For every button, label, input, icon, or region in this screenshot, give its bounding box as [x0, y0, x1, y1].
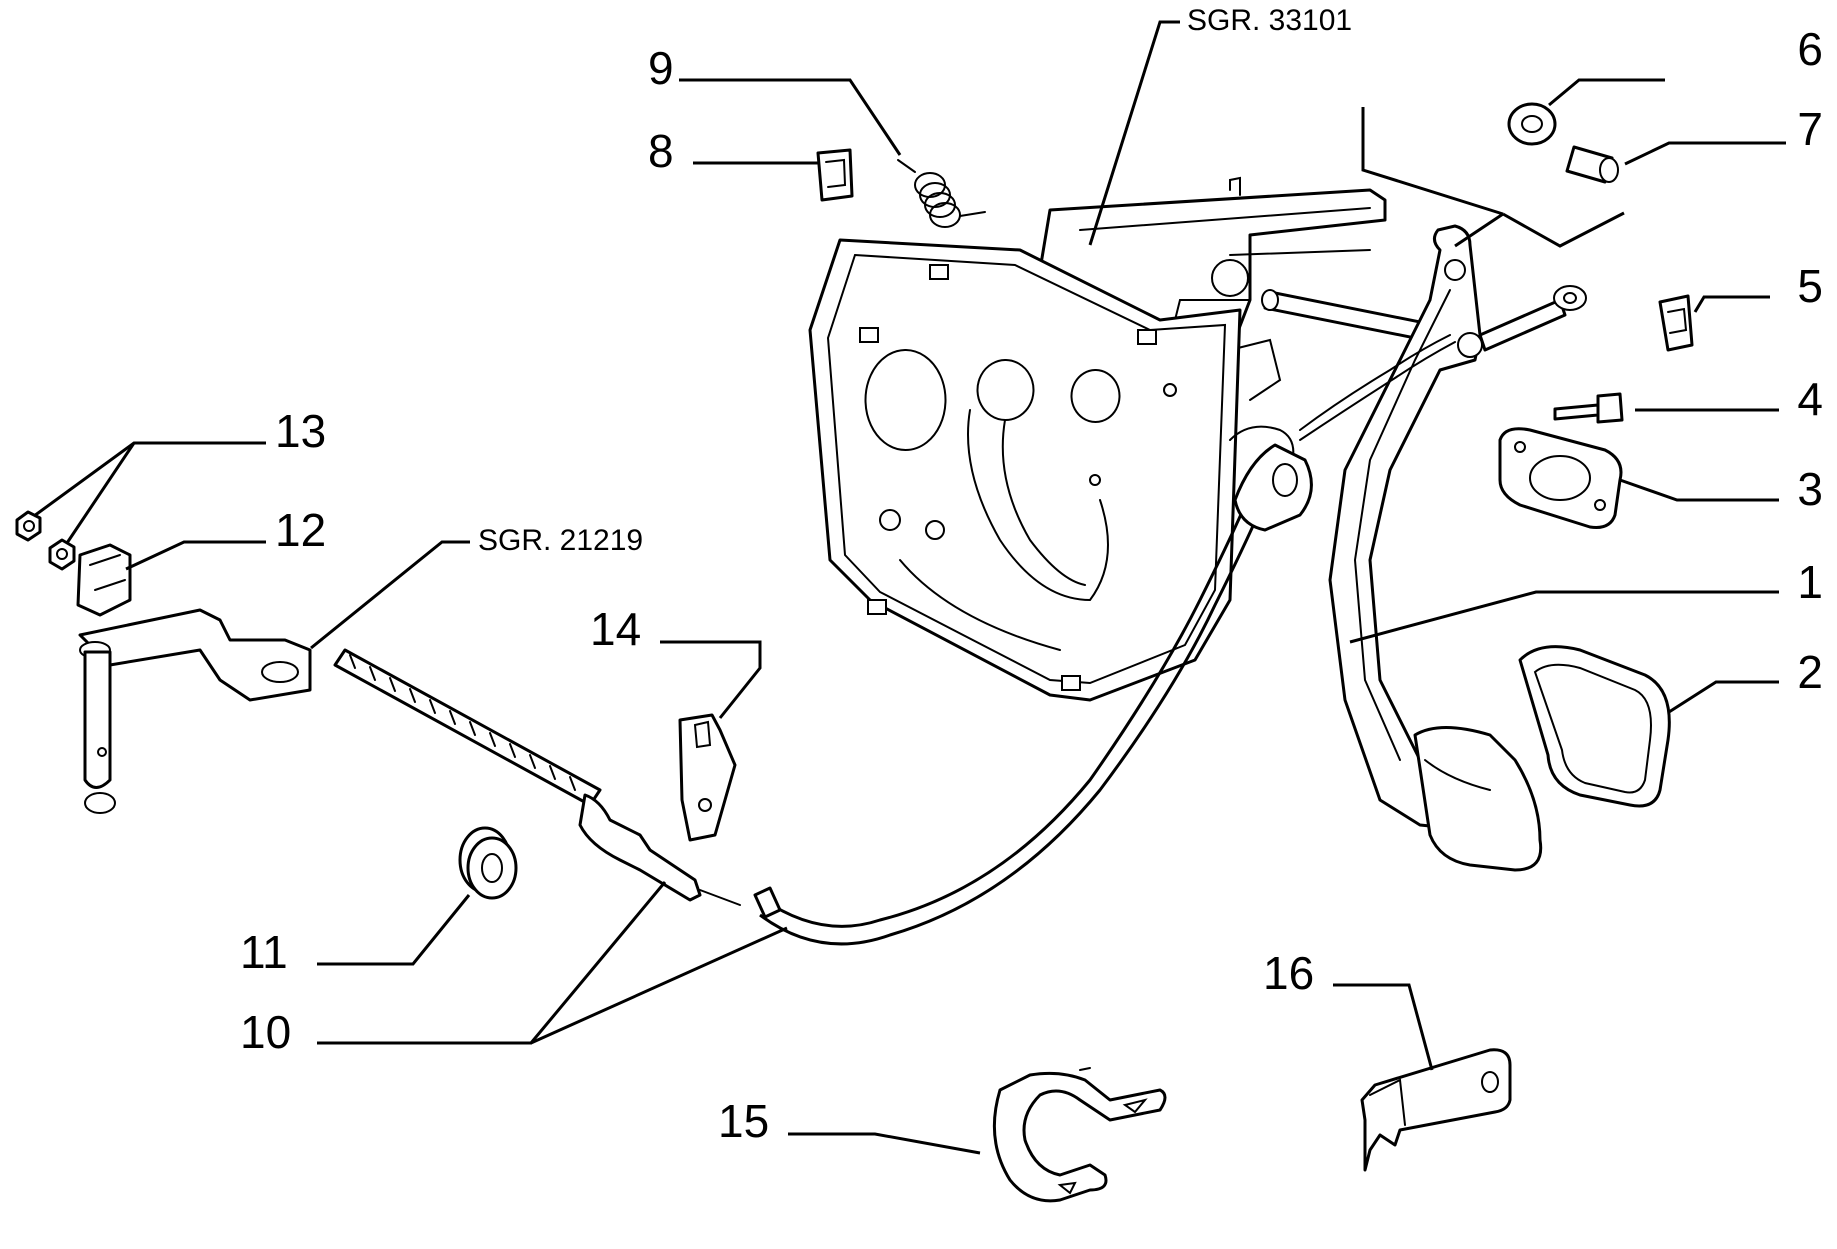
callout-16: 16 — [1263, 947, 1314, 999]
callout-6: 6 — [1797, 23, 1823, 75]
strap-clamp — [992, 1067, 1167, 1203]
grommet — [458, 826, 518, 900]
clutch-cable — [333, 285, 1587, 946]
cable-clip — [678, 713, 737, 842]
cable-bracket — [76, 543, 132, 617]
sgr-33101-label: SGR. 33101 — [1187, 4, 1352, 37]
mounting-bracket — [1360, 1048, 1512, 1172]
release-lever — [78, 608, 312, 814]
callout-12: 12 — [275, 504, 326, 556]
callout-4: 4 — [1797, 373, 1823, 425]
gasket — [1498, 427, 1623, 529]
callout-2: 2 — [1797, 646, 1823, 698]
callout-13: 13 — [275, 405, 326, 457]
nuts — [15, 510, 76, 571]
callout-labels: 1 2 3 4 5 6 7 8 9 10 11 12 13 14 15 16 — [240, 23, 1823, 1147]
clutch-pedal — [1328, 224, 1543, 872]
bushing — [1565, 145, 1619, 184]
callout-10: 10 — [240, 1006, 291, 1058]
callout-15: 15 — [718, 1095, 769, 1147]
retaining-clip-top — [1658, 294, 1694, 352]
bolt — [1553, 392, 1624, 424]
callout-3: 3 — [1797, 463, 1823, 515]
washer — [1507, 102, 1557, 146]
callout-9: 9 — [648, 42, 674, 94]
leader-lines — [33, 20, 1786, 1155]
callout-1: 1 — [1797, 556, 1823, 608]
callout-14: 14 — [590, 603, 641, 655]
pedal-bracket-assembly — [808, 176, 1387, 702]
retaining-clip — [816, 148, 854, 202]
return-spring — [897, 159, 986, 228]
callout-8: 8 — [648, 125, 674, 177]
reference-labels: SGR. 33101 SGR. 21219 — [478, 4, 1352, 557]
pedal-pad — [1518, 645, 1671, 808]
callout-7: 7 — [1797, 103, 1823, 155]
callout-11: 11 — [240, 926, 288, 978]
sgr-21219-label: SGR. 21219 — [478, 524, 643, 557]
callout-5: 5 — [1797, 260, 1823, 312]
